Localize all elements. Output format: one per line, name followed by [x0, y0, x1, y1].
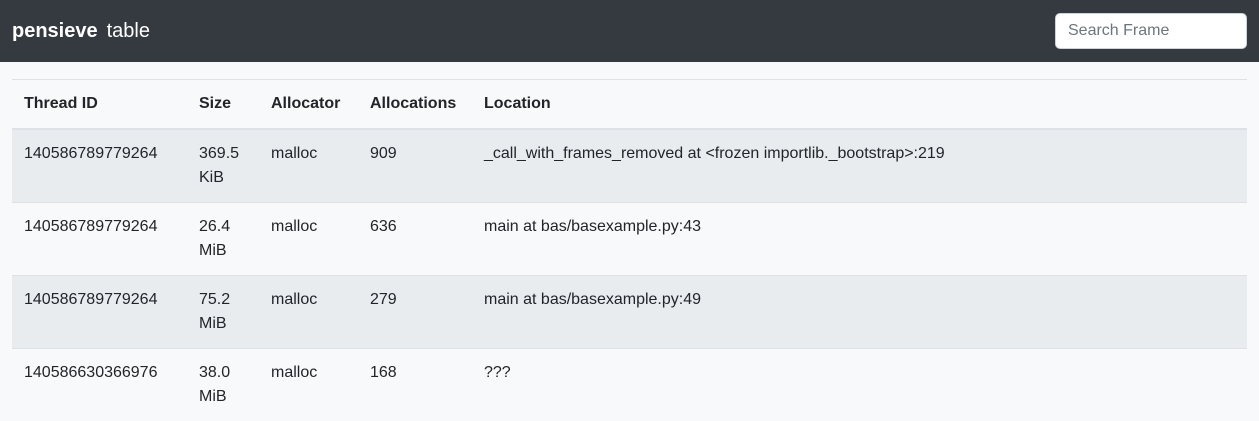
navbar-subtitle: table: [106, 20, 150, 42]
cell-allocations: 636: [358, 202, 472, 276]
cell-thread-id: 140586789779264: [24, 145, 158, 162]
header-row: Thread ID Size Allocator Allocations Loc…: [12, 79, 1247, 130]
table-header: Thread ID Size Allocator Allocations Loc…: [12, 79, 1247, 130]
table-row: 140586789779264 75.2 MiB malloc 279 main…: [12, 275, 1247, 349]
cell-location: main at bas/basexample.py:49: [472, 275, 1247, 349]
cell-thread-id: 140586789779264: [12, 202, 187, 276]
cell-size: 26.4 MiB: [187, 202, 259, 276]
cell-allocations: 279: [358, 275, 472, 349]
cell-location: main at bas/basexample.py:43: [472, 202, 1247, 276]
cell-size: 38.0 MiB: [187, 348, 259, 421]
cell-size: 369.5 KiB: [199, 145, 240, 186]
cell-allocator: malloc: [259, 348, 358, 421]
cell-allocations: 909: [370, 145, 397, 162]
cell-location: ???: [472, 348, 1247, 421]
cell-allocator: malloc: [271, 145, 318, 162]
navbar: pensieve table: [0, 0, 1259, 62]
cell-location: _call_with_frames_removed at <frozen imp…: [484, 145, 945, 162]
table-body: 140586789779264 369.5 KiB malloc 909 _ca…: [12, 129, 1247, 421]
main-content: Thread ID Size Allocator Allocations Loc…: [0, 79, 1259, 421]
allocations-table: Thread ID Size Allocator Allocations Loc…: [12, 79, 1247, 421]
cell-thread-id: 140586630366976: [12, 348, 187, 421]
col-header-thread-id[interactable]: Thread ID: [12, 79, 187, 130]
cell-allocations: 168: [358, 348, 472, 421]
table-row: 140586789779264 369.5 KiB malloc 909 _ca…: [12, 129, 1247, 203]
cell-thread-id: 140586789779264: [12, 275, 187, 349]
col-header-size[interactable]: Size: [187, 79, 259, 130]
col-header-allocations[interactable]: Allocations: [358, 79, 472, 130]
cell-size: 75.2 MiB: [187, 275, 259, 349]
brand-link[interactable]: pensieve: [12, 20, 98, 42]
cell-allocator: malloc: [259, 275, 358, 349]
cell-allocator: malloc: [259, 202, 358, 276]
brand-group: pensieve table: [12, 19, 150, 43]
col-header-location[interactable]: Location: [472, 79, 1247, 130]
col-header-allocator[interactable]: Allocator: [259, 79, 358, 130]
table-row: 140586630366976 38.0 MiB malloc 168 ???: [12, 348, 1247, 421]
search-input[interactable]: [1055, 13, 1247, 49]
table-row: 140586789779264 26.4 MiB malloc 636 main…: [12, 202, 1247, 276]
